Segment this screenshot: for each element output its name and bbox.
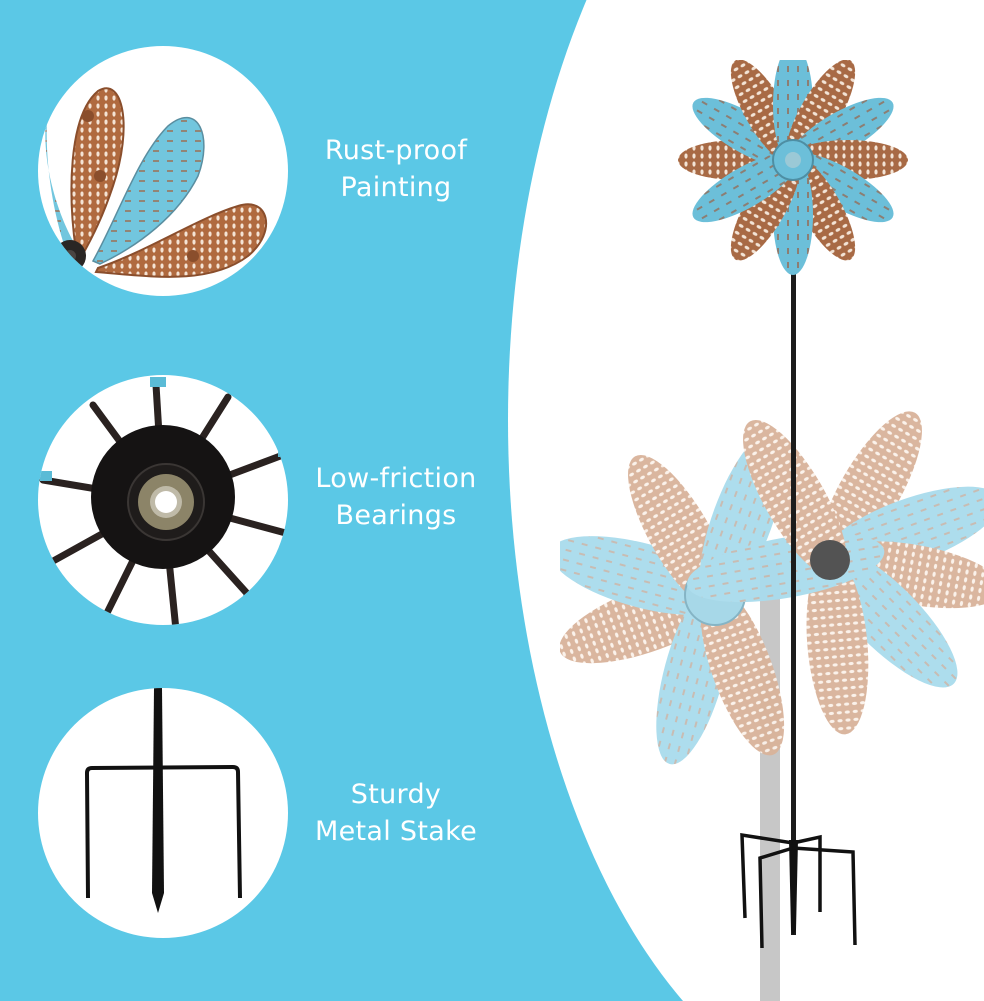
feature-image-rust-proof [38, 46, 288, 296]
pinwheel-petals-icon [45, 87, 267, 278]
wind-spinner-icon [560, 60, 984, 1001]
feature-label-rust-proof: Rust-proof Painting [286, 132, 506, 206]
feature-label-line2: Metal Stake [315, 816, 477, 847]
feature-label-line1: Rust-proof [324, 135, 468, 166]
feature-label-line1: Low-friction [315, 463, 477, 494]
feature-image-bearings [38, 375, 288, 625]
feature-label-line2: Painting [340, 172, 452, 203]
feature-image-metal-stake [38, 688, 288, 938]
feature-label-line2: Bearings [335, 500, 457, 531]
bearing-hub-icon [39, 377, 288, 625]
feature-label-bearings: Low-friction Bearings [286, 460, 506, 534]
feature-label-metal-stake: Sturdy Metal Stake [286, 776, 506, 850]
metal-stake-icon [84, 688, 242, 913]
feature-label-line1: Sturdy [350, 779, 442, 810]
